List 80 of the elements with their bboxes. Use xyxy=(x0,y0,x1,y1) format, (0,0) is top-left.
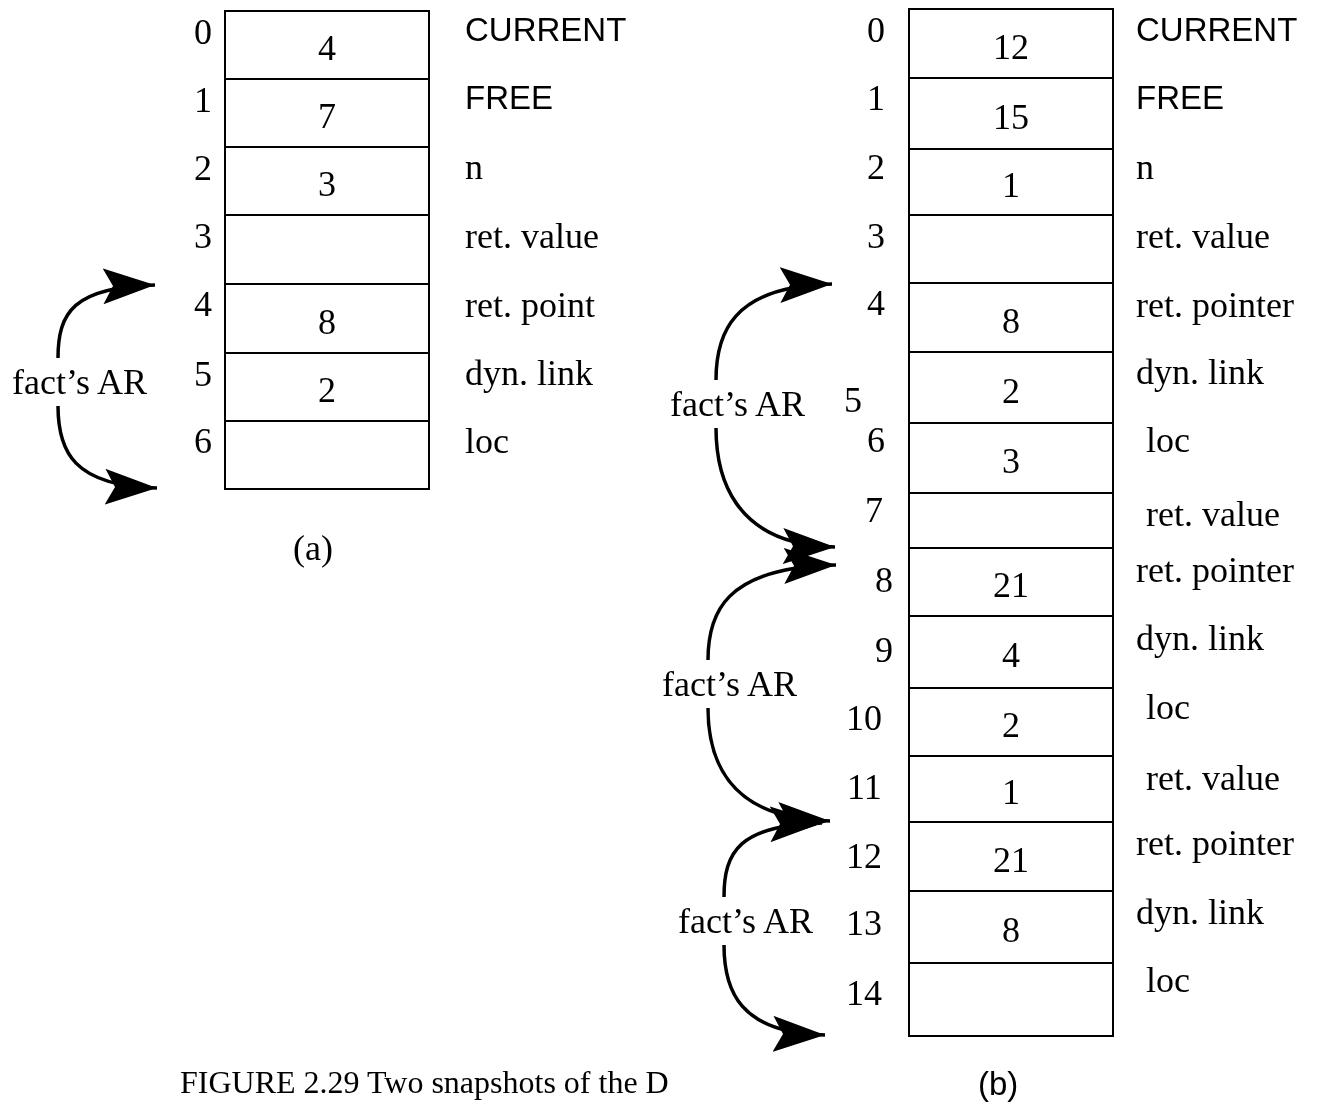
row-index: 11 xyxy=(847,767,882,807)
memory-cell: 2 xyxy=(908,687,1114,757)
memory-cell: 4 xyxy=(224,10,430,80)
field-name: loc xyxy=(1146,687,1190,727)
memory-cell: 3 xyxy=(908,422,1114,494)
curved-arrow xyxy=(714,427,836,561)
memory-cell: 4 xyxy=(908,615,1114,689)
field-name: CURRENT xyxy=(465,10,627,50)
row-index: 1 xyxy=(867,78,885,118)
curved-arrow xyxy=(714,269,833,381)
field-name: n xyxy=(1136,147,1154,187)
panel-label: (b) xyxy=(978,1064,1019,1103)
row-index: 0 xyxy=(194,12,212,52)
field-name: ret. pointer xyxy=(1136,823,1294,863)
curved-arrow xyxy=(722,944,826,1050)
memory-cell xyxy=(908,214,1114,284)
memory-cell: 8 xyxy=(908,282,1114,353)
memory-cell: 2 xyxy=(908,351,1114,424)
row-index: 1 xyxy=(194,80,212,120)
curved-arrow xyxy=(56,269,156,359)
row-index: 14 xyxy=(846,973,882,1013)
memory-cell xyxy=(224,214,430,285)
row-index: 3 xyxy=(867,216,885,256)
field-name: loc xyxy=(465,421,509,461)
field-name: ret. pointer xyxy=(1136,285,1294,325)
row-index: 3 xyxy=(194,216,212,256)
memory-cell: 1 xyxy=(908,755,1114,823)
field-name: dyn. link xyxy=(1136,618,1264,658)
row-index: 8 xyxy=(875,560,893,600)
memory-cell: 1 xyxy=(908,148,1114,216)
memory-cell: 3 xyxy=(224,146,430,216)
field-name: ret. value xyxy=(1146,758,1280,798)
record-label: fact’s AR xyxy=(12,362,147,402)
row-index: 12 xyxy=(846,836,882,876)
curved-arrow xyxy=(56,405,158,503)
curved-arrow xyxy=(722,807,823,898)
row-index: 6 xyxy=(867,420,885,460)
field-name: FREE xyxy=(465,78,553,118)
field-name: dyn. link xyxy=(465,353,593,393)
field-name: ret. value xyxy=(1146,494,1280,534)
field-name: ret. value xyxy=(1136,216,1270,256)
field-name: n xyxy=(465,147,483,187)
row-index: 4 xyxy=(867,283,885,323)
memory-cell: 21 xyxy=(908,821,1114,892)
field-name: ret. value xyxy=(465,216,599,256)
record-label: fact’s AR xyxy=(662,664,797,704)
memory-cell: 2 xyxy=(224,352,430,422)
field-name: FREE xyxy=(1136,78,1224,118)
row-index: 2 xyxy=(867,147,885,187)
row-index: 7 xyxy=(865,490,883,530)
panel-label: (a) xyxy=(293,528,333,568)
field-name: loc xyxy=(1146,420,1190,460)
row-index: 9 xyxy=(875,630,893,670)
field-name: dyn. link xyxy=(1136,352,1264,392)
row-index: 5 xyxy=(844,380,862,420)
memory-cell: 12 xyxy=(908,8,1114,79)
memory-cell xyxy=(908,962,1114,1037)
record-label: fact’s AR xyxy=(678,901,813,941)
row-index: 6 xyxy=(194,421,212,461)
row-index: 0 xyxy=(867,10,885,50)
memory-cell: 15 xyxy=(908,77,1114,150)
memory-cell: 8 xyxy=(908,890,1114,964)
memory-cell: 21 xyxy=(908,547,1114,617)
memory-cell xyxy=(908,492,1114,549)
memory-cell: 8 xyxy=(224,283,430,354)
memory-cell: 7 xyxy=(224,78,430,148)
row-index: 2 xyxy=(194,148,212,188)
field-name: CURRENT xyxy=(1136,10,1298,50)
field-name: loc xyxy=(1146,960,1190,1000)
row-index: 13 xyxy=(846,903,882,943)
record-label: fact’s AR xyxy=(670,384,805,424)
field-name: ret. pointer xyxy=(1136,550,1294,590)
row-index: 10 xyxy=(846,698,882,738)
curved-arrow xyxy=(706,549,837,661)
figure-caption: FIGURE 2.29 Two snapshots of the D xyxy=(180,1063,669,1102)
field-name: ret. point xyxy=(465,285,595,325)
row-index: 5 xyxy=(194,354,212,394)
field-name: dyn. link xyxy=(1136,892,1264,932)
row-index: 4 xyxy=(194,284,212,324)
memory-cell xyxy=(224,420,430,490)
